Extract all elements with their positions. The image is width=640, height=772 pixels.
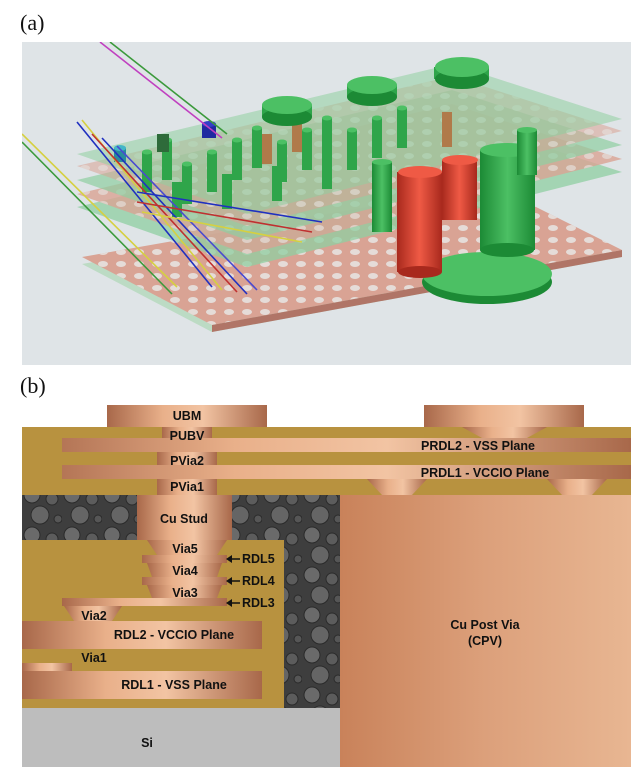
ubm-pads (262, 57, 489, 126)
via4 (147, 563, 222, 577)
label-cpv-line2: (CPV) (468, 634, 502, 648)
package-cross-section: UBM PUBV PVia2 PVia1 Cu Stud Via5 Via4 V… (22, 405, 631, 767)
pvia1 (157, 479, 217, 495)
label-via2: Via2 (81, 609, 107, 623)
cpv-top-via-left (367, 479, 427, 495)
label-rdl2-plane: RDL2 - VCCIO Plane (114, 628, 234, 642)
label-rdl3: RDL3 (242, 596, 275, 610)
label-pubv: PUBV (170, 429, 205, 443)
label-pvia1: PVia1 (170, 480, 204, 494)
rdl5 (142, 555, 227, 563)
label-si: Si (141, 736, 153, 750)
cpv-cylinders (372, 127, 552, 304)
label-via4: Via4 (172, 564, 198, 578)
label-rdl4: RDL4 (242, 574, 275, 588)
ubm-pad-left (107, 405, 267, 427)
signal-traces (22, 42, 323, 295)
ubm-pad-right (424, 405, 584, 427)
via1 (22, 663, 72, 671)
prdl1-plane (22, 465, 631, 479)
rdl3 (62, 598, 227, 606)
label-prdl1-plane: PRDL1 - VCCIO Plane (421, 466, 550, 480)
package-3d-render (22, 42, 631, 365)
label-pvia2: PVia2 (170, 454, 204, 468)
label-rdl5: RDL5 (242, 552, 275, 566)
small-via-array (114, 105, 452, 217)
rdl2-plane (22, 621, 262, 649)
pubv-left (162, 427, 212, 438)
label-ubm: UBM (173, 409, 201, 423)
prdl2-plane (22, 438, 631, 452)
via2 (64, 606, 122, 621)
cu-post-via-body (340, 495, 631, 767)
label-rdl1-plane: RDL1 - VSS Plane (121, 678, 227, 692)
pubv-right (462, 427, 547, 438)
label-via3: Via3 (172, 586, 198, 600)
rdl4 (142, 577, 227, 585)
silicon-die (22, 708, 340, 767)
via3 (147, 585, 222, 598)
via5 (147, 540, 227, 555)
label-cu-stud: Cu Stud (160, 512, 208, 526)
label-via5: Via5 (172, 542, 198, 556)
passivation-dielectric (22, 427, 631, 495)
panel-a-label: (a) (20, 10, 45, 35)
pvia2 (157, 452, 217, 465)
label-via1: Via1 (81, 651, 107, 665)
label-prdl2-plane: PRDL2 - VSS Plane (421, 439, 535, 453)
label-cpv-line1: Cu Post Via (450, 618, 520, 632)
cu-stud (137, 495, 232, 540)
panel-b-label: (b) (20, 373, 46, 398)
rdl1-plane (22, 671, 262, 699)
cpv-top-via-right (547, 479, 607, 495)
